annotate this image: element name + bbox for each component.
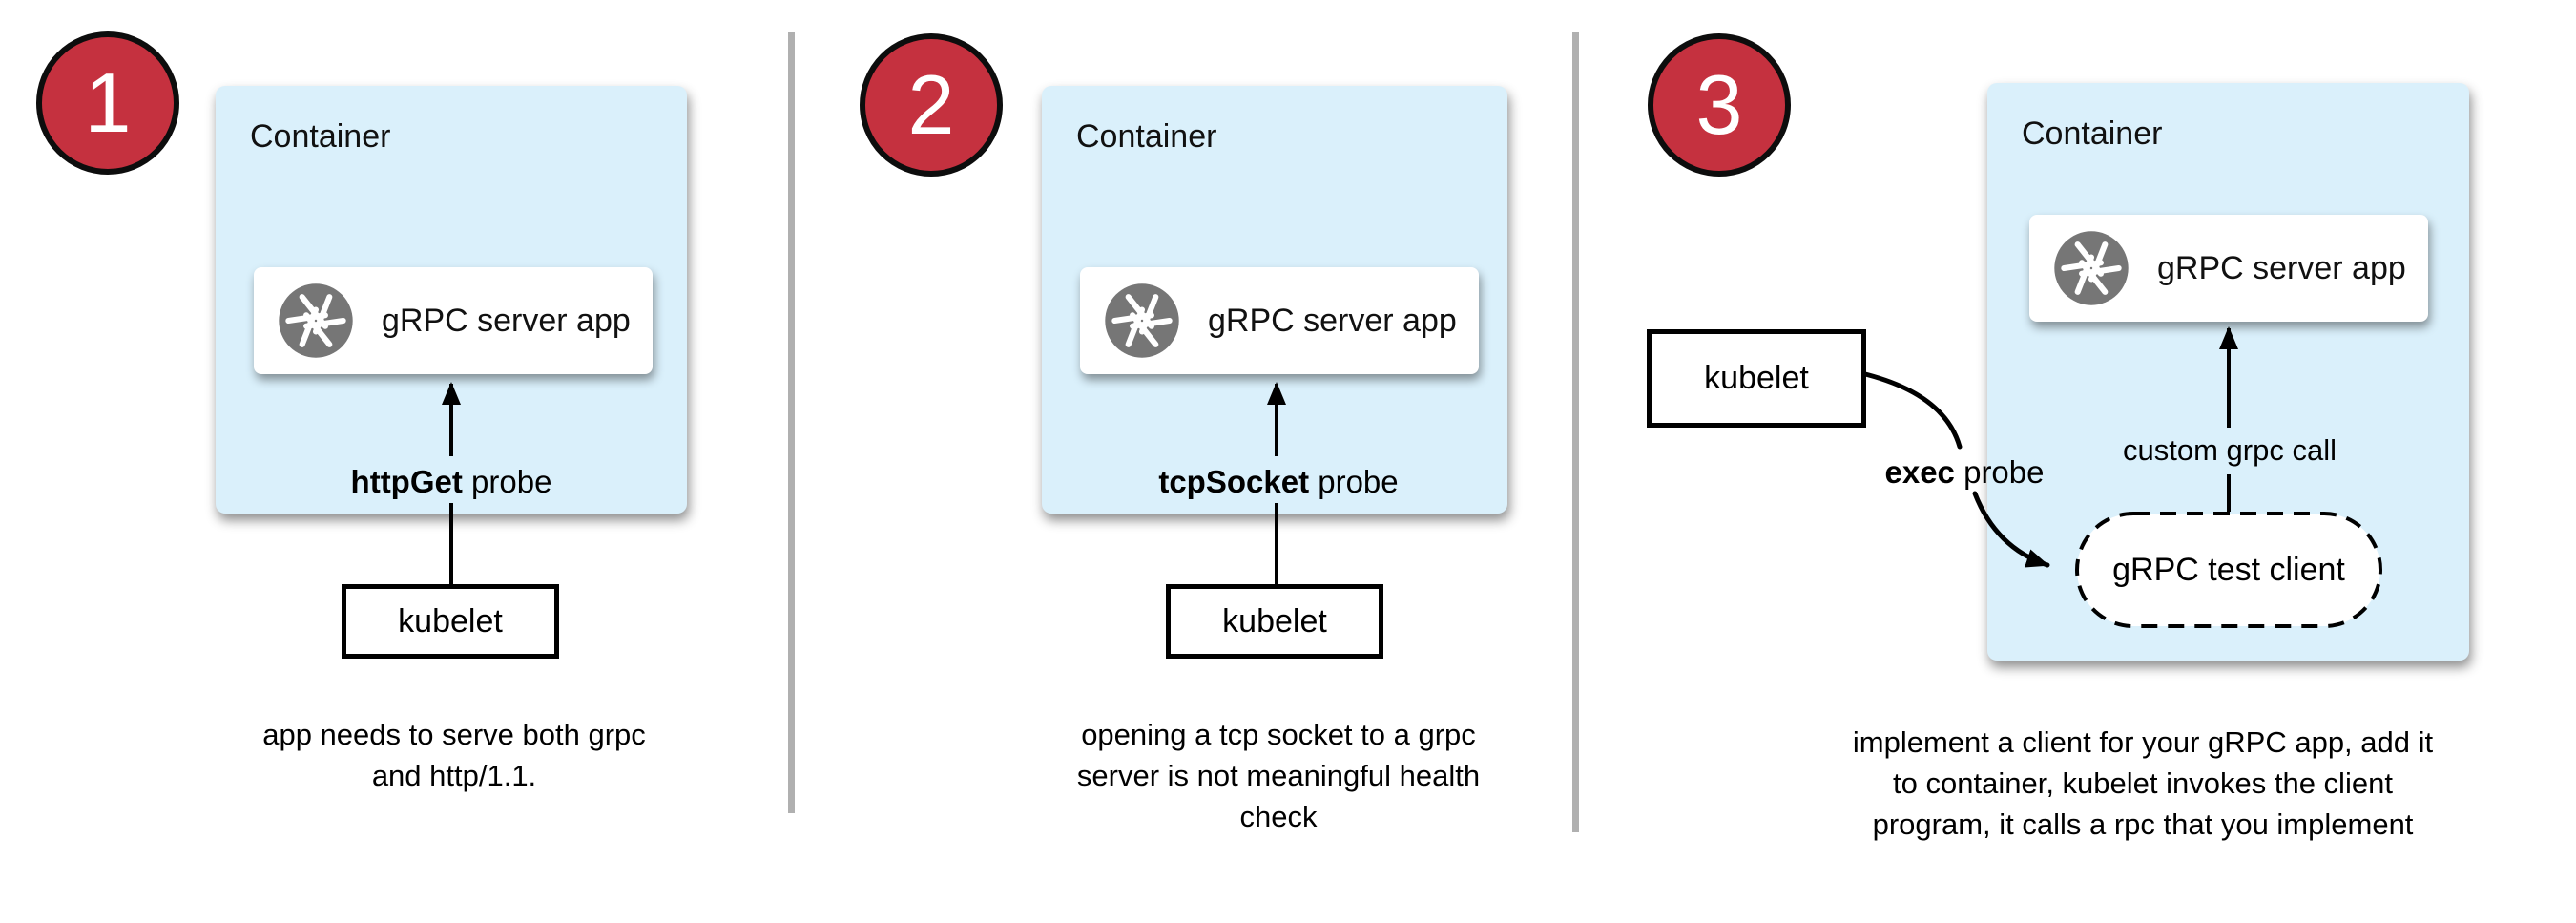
panel1-grpc-server-app-box: gRPC server app [254,267,653,374]
panel2-grpc-server-app-box: gRPC server app [1080,267,1479,374]
panel3-exec-arrow [1972,491,2050,568]
step-badge-1: 1 [36,31,179,175]
panel1-container-label: Container [250,118,391,155]
grpc-test-client-pill [2075,512,2382,628]
aperture-icon [1105,283,1179,358]
panel1-caption: app needs to serve both grpc and http/1.… [262,718,646,792]
panel1-kubelet-box: kubelet [342,584,559,659]
panel2-caption: opening a tcp socket to a grpc server is… [1076,718,1481,833]
panel2-container-label: Container [1076,118,1217,155]
panel1-probe-label: httpGet probe [350,464,552,499]
grpc-server-app-label: gRPC server app [2157,249,2406,286]
panel3-container-label: Container [2022,115,2163,152]
kubelet-label: kubelet [1704,360,1809,396]
panel3-probe-label: exec probe [1884,454,2045,490]
custom-grpc-call-label: custom grpc call [2123,433,2337,467]
step-number: 3 [1695,57,1743,152]
divider-2 [1572,32,1579,832]
aperture-icon [2054,231,2129,305]
step-number: 1 [84,55,132,150]
step-number: 2 [907,57,955,152]
panel3-kubelet-box: kubelet [1647,329,1866,428]
kubelet-label: kubelet [1222,602,1327,640]
step-badge-2: 2 [860,33,1003,177]
grpc-server-app-label: gRPC server app [382,302,631,339]
panel3-caption: implement a client for your gRPC app, ad… [1852,725,2434,841]
step-badge-3: 3 [1648,33,1791,177]
kubelet-label: kubelet [398,602,503,640]
panel3-grpc-server-app-box: gRPC server app [2029,215,2428,322]
grpc-test-client-label: gRPC test client [2112,551,2345,588]
panel3-exec-curve-upper [1859,370,1963,450]
panel2-kubelet-box: kubelet [1166,584,1383,659]
panel2-probe-label: tcpSocket probe [1158,464,1399,499]
grpc-server-app-label: gRPC server app [1208,302,1457,339]
aperture-icon [279,283,353,358]
divider-1 [788,32,795,813]
